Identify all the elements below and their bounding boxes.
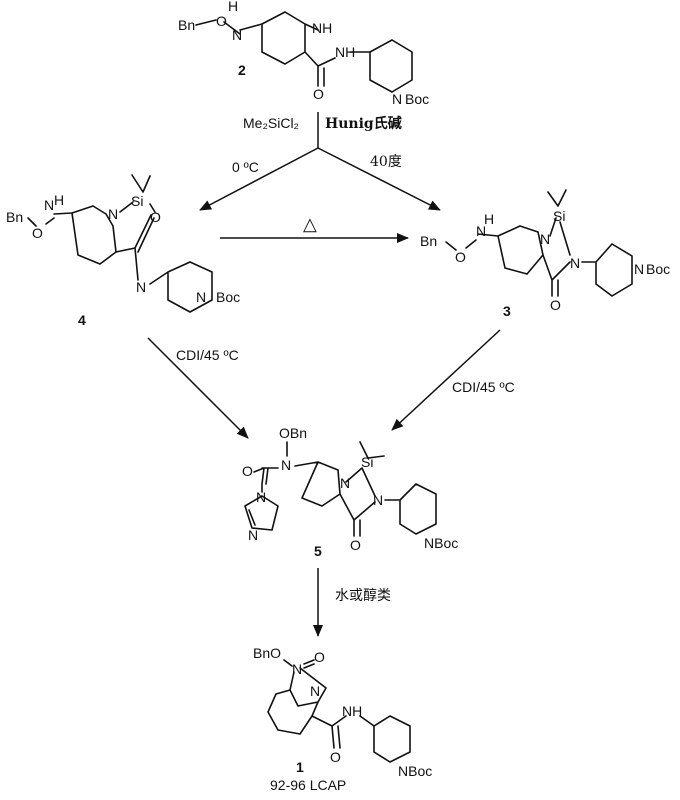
compound-5-number: 5 xyxy=(314,543,322,559)
compound-5-imidazole-n1-label: N xyxy=(256,489,266,505)
compound-2-bonds xyxy=(195,11,413,93)
compound-3-number: 3 xyxy=(503,303,511,319)
compound-2-h-label: H xyxy=(228,0,238,14)
temperature-left-label: 0 ºC xyxy=(232,159,259,175)
compound-5-nboc-label: NBoc xyxy=(424,535,458,551)
compound-3-amide-n-label: N xyxy=(570,255,580,271)
arrow-to-compound-3 xyxy=(317,147,441,211)
compound-3-h-label: H xyxy=(484,211,494,227)
compound-1-bonds xyxy=(267,659,411,763)
compound-1-ring-n-label: N xyxy=(310,683,320,699)
compound-5-carbonyl-o-label: O xyxy=(242,463,253,479)
compound-4-boc-label: Boc xyxy=(216,289,240,305)
compound-4-si-label: Si xyxy=(131,193,143,209)
compound-5-si-label: Si xyxy=(361,454,373,470)
compound-5-bonds xyxy=(244,441,437,537)
compound-4-structure: Bn O N H N Si O N N Boc 4 xyxy=(6,174,240,328)
reagent-dimethyldichlorosilane: Me₂SiCl₂ xyxy=(243,115,299,131)
compound-2-boc-label: Boc xyxy=(405,91,429,107)
compound-1-amide-nh-label: NH xyxy=(342,703,362,719)
compound-1-amide-o-label: O xyxy=(330,749,341,765)
compound-5-amide-n-label: N xyxy=(373,492,383,508)
compound-3-o-label: O xyxy=(455,249,466,265)
compound-5-imidazole-n2-label: N xyxy=(248,527,258,543)
compound-3-bonds xyxy=(445,189,633,297)
compound-4-bonds xyxy=(27,174,213,313)
arrow-4-to-5 xyxy=(147,337,249,439)
compound-2-n-label: N xyxy=(232,27,242,43)
compound-1-nboc-label: NBoc xyxy=(398,763,432,779)
compound-1-upper-n-label: N xyxy=(292,661,302,677)
compound-4-ring-o-label: O xyxy=(150,209,161,225)
compound-5-ring-n-label: N xyxy=(340,475,350,491)
condition-cdi-left: CDI/45 ºC xyxy=(176,347,239,363)
compound-4-imine-n-label: N xyxy=(136,279,146,295)
compound-2-o-label: O xyxy=(216,13,227,29)
compound-2-number: 2 xyxy=(238,62,246,78)
compound-4-n-label: N xyxy=(196,289,206,305)
compound-1-structure: BnO N O N NH O NBoc 1 92-96 LCAP xyxy=(253,645,432,793)
compound-3-nh-label: N xyxy=(476,223,486,239)
arrow-to-compound-4 xyxy=(199,147,319,211)
condition-water-or-alcohol: 水或醇类 xyxy=(335,587,391,604)
compound-3-si-label: Si xyxy=(553,208,565,224)
compound-2-bn-label: Bn xyxy=(178,17,195,33)
compound-4-h-label: H xyxy=(54,192,64,208)
compound-3-carbonyl-o-label: O xyxy=(550,297,561,313)
compound-2-n-label-2: N xyxy=(392,91,402,107)
compound-3-n-label: N xyxy=(634,261,644,277)
compound-3-bn-label: Bn xyxy=(420,233,437,249)
compound-4-o-label: O xyxy=(32,225,43,241)
reagent-hunig-base: Hunig氏碱 xyxy=(325,115,402,132)
compound-5-structure: OBn N O N N N Si N O NBoc 5 xyxy=(242,425,458,559)
compound-4-number: 4 xyxy=(78,312,86,328)
compound-4-ring-n-label: N xyxy=(108,206,118,222)
compound-4-bn-label: Bn xyxy=(6,209,23,225)
compound-5-amide-o-label: O xyxy=(350,537,361,553)
compound-3-boc-label: Boc xyxy=(646,261,670,277)
compound-1-bno-label: BnO xyxy=(253,645,281,661)
compound-1-urea-o-label: O xyxy=(314,649,325,665)
condition-cdi-right: CDI/45 ºC xyxy=(452,379,515,395)
compound-2-carbonyl-o-label: O xyxy=(313,86,324,102)
compound-3-structure: Bn O N H N Si N O N Boc 3 xyxy=(420,189,670,319)
compound-2-structure: Bn O H N NH NH O N Boc 2 xyxy=(178,0,429,107)
compound-5-obn-label: OBn xyxy=(279,425,307,441)
compound-2-ring-nh-label: NH xyxy=(312,20,332,36)
compound-3-ring-n-label: N xyxy=(540,231,550,247)
compound-4-nh-label: N xyxy=(44,197,54,213)
compound-1-number: 1 xyxy=(296,759,304,775)
temperature-right-label: 40度 xyxy=(370,154,402,170)
compound-1-yield-label: 92-96 LCAP xyxy=(270,777,346,793)
compound-5-n-label: N xyxy=(281,457,291,473)
arrow-3-to-5 xyxy=(391,329,501,431)
compound-2-amide-nh-label: NH xyxy=(335,44,355,60)
heat-triangle-symbol: △ xyxy=(303,214,317,234)
